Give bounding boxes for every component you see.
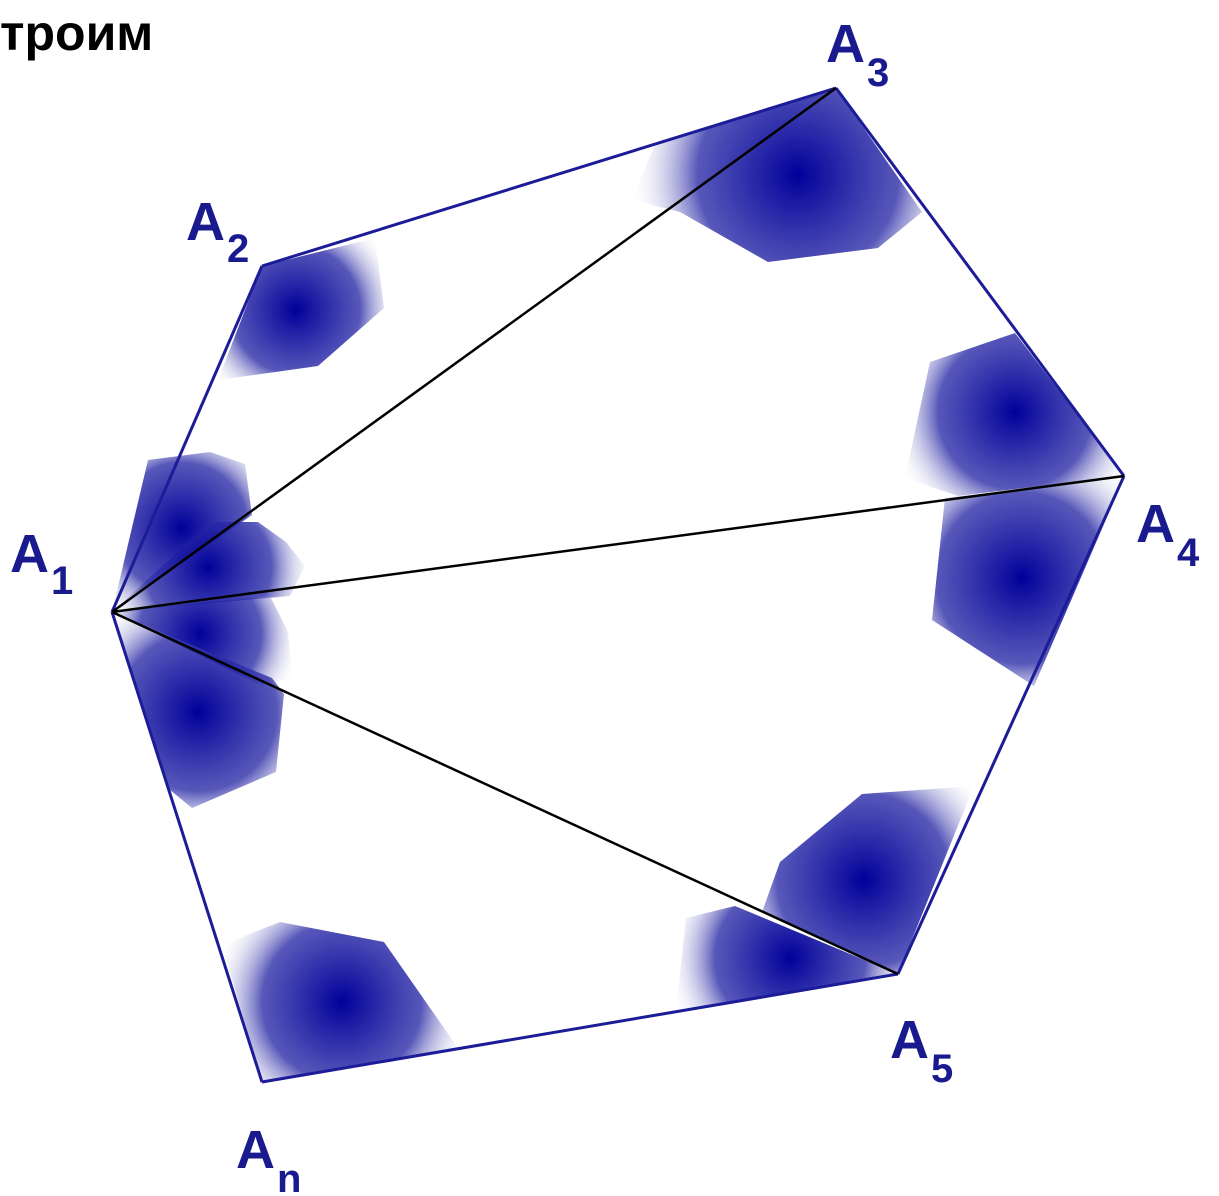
edge-A2-A3 <box>261 86 837 268</box>
diagonal-A1-A5 <box>111 610 899 976</box>
angle-shade <box>932 478 1124 686</box>
angle-shade <box>632 88 922 262</box>
diagonal-A1-A4 <box>111 474 1125 614</box>
edge-A3-A4 <box>834 87 1126 477</box>
vertex-label-An: An <box>236 1120 301 1196</box>
angle-shades <box>112 88 1124 1082</box>
edge-An-A1 <box>110 611 264 1083</box>
angle-shade <box>112 612 284 808</box>
vertex-label-A1: A1 <box>10 524 73 603</box>
angle-shade <box>762 786 974 974</box>
edge-A5-An <box>261 972 899 1084</box>
angle-shade <box>222 922 458 1082</box>
edge-A1-A2 <box>110 265 264 613</box>
polygon-edges <box>110 86 1126 1084</box>
page-heading: троим <box>0 5 154 61</box>
vertex-label-A3: A3 <box>826 14 889 95</box>
vertex-label-A2: A2 <box>186 192 249 271</box>
edge-A4-A5 <box>896 475 1126 975</box>
vertex-label-A5: A5 <box>890 1010 953 1091</box>
vertex-label-A4: A4 <box>1136 494 1200 575</box>
angle-shade <box>905 333 1124 496</box>
diagonal-A1-A3 <box>111 86 837 614</box>
diagonals <box>111 86 1125 976</box>
angle-shade <box>676 906 898 1010</box>
angle-shade <box>112 522 305 612</box>
angle-shade <box>112 596 292 686</box>
angle-shade <box>112 452 252 612</box>
